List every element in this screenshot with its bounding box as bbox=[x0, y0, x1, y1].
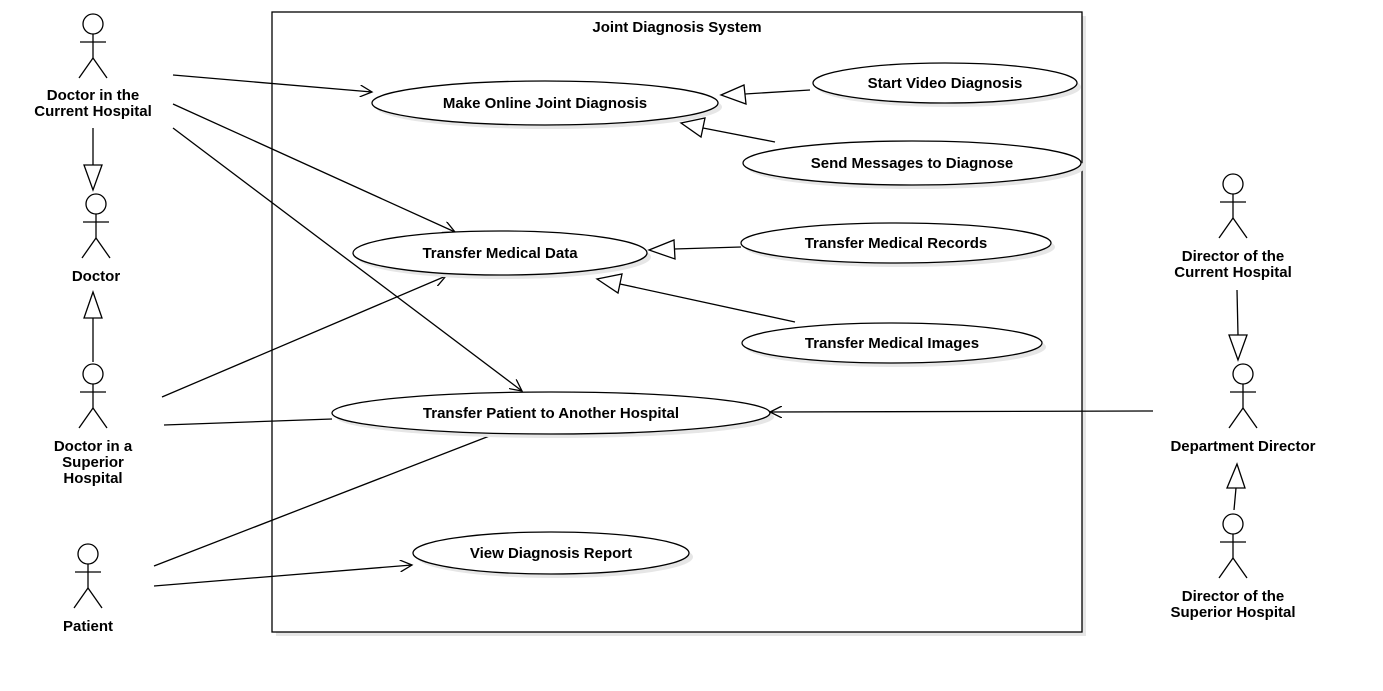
actor-director-superior[interactable]: Director of the Superior Hospital bbox=[1170, 513, 1296, 621]
actor-doctor-figure bbox=[81, 193, 111, 259]
actor-director-superior-label-2: Superior Hospital bbox=[1170, 604, 1295, 621]
generalization-send-messages-head bbox=[679, 117, 706, 139]
actor-patient-figure bbox=[73, 543, 103, 609]
generalization-start-video bbox=[744, 89, 811, 95]
use-case-start-video-label: Start Video Diagnosis bbox=[868, 75, 1023, 92]
actor-doctor-current-label-1: Doctor in the bbox=[47, 87, 140, 104]
use-case-transfer-patient-label: Transfer Patient to Another Hospital bbox=[423, 405, 679, 422]
use-case-make-online-label: Make Online Joint Diagnosis bbox=[443, 95, 647, 112]
use-case-send-messages[interactable]: Send Messages to Diagnose bbox=[742, 140, 1085, 189]
use-case-make-online[interactable]: Make Online Joint Diagnosis bbox=[371, 80, 722, 129]
system-title: Joint Diagnosis System bbox=[592, 19, 761, 36]
use-case-view-report[interactable]: View Diagnosis Report bbox=[412, 531, 693, 578]
use-case-transfer-images-label: Transfer Medical Images bbox=[805, 335, 979, 352]
actor-director-current-label-2: Current Hospital bbox=[1174, 264, 1292, 281]
use-case-transfer-records[interactable]: Transfer Medical Records bbox=[740, 222, 1055, 267]
generalization-start-video-head bbox=[719, 84, 747, 105]
generalization-doctor-superior-doctor-head bbox=[83, 290, 103, 319]
actor-doctor-superior[interactable]: Doctor in a Superior Hospital bbox=[54, 363, 133, 487]
use-case-send-messages-label: Send Messages to Diagnose bbox=[811, 155, 1014, 172]
actor-director-current-figure bbox=[1218, 173, 1248, 239]
association-doctor-superior-transfer-data bbox=[161, 276, 446, 398]
use-case-start-video[interactable]: Start Video Diagnosis bbox=[812, 62, 1081, 107]
use-case-transfer-data-label: Transfer Medical Data bbox=[422, 245, 578, 262]
actor-doctor-superior-label-2: Superior bbox=[62, 454, 124, 471]
actor-patient-label: Patient bbox=[63, 618, 113, 635]
use-case-transfer-records-label: Transfer Medical Records bbox=[805, 235, 988, 252]
actor-patient[interactable]: Patient bbox=[63, 543, 113, 635]
use-case-transfer-data[interactable]: Transfer Medical Data bbox=[352, 230, 651, 279]
association-doctor-current-transfer-data bbox=[172, 103, 455, 232]
generalization-director-superior-department-head bbox=[1226, 462, 1246, 489]
generalization-transfer-images bbox=[619, 283, 796, 323]
association-patient-view-report bbox=[153, 565, 412, 587]
actor-department-director[interactable]: Department Director bbox=[1170, 363, 1316, 455]
association-department-director-transfer-patient bbox=[770, 411, 1154, 412]
actor-doctor-superior-figure bbox=[78, 363, 108, 429]
actor-doctor-current-label-2: Current Hospital bbox=[34, 103, 152, 120]
generalization-doctor-current-doctor-head bbox=[83, 164, 103, 192]
use-case-transfer-images[interactable]: Transfer Medical Images bbox=[741, 322, 1046, 367]
generalization-director-current-department-head bbox=[1228, 334, 1248, 362]
generalization-transfer-records-head bbox=[647, 239, 676, 260]
generalization-transfer-images-head bbox=[595, 273, 623, 295]
actor-doctor-superior-label-3: Hospital bbox=[63, 470, 122, 487]
association-patient-transfer-patient bbox=[153, 434, 493, 567]
actor-department-director-label: Department Director bbox=[1170, 438, 1315, 455]
actor-doctor-label: Doctor bbox=[72, 268, 120, 285]
actor-doctor-current[interactable]: Doctor in the Current Hospital bbox=[34, 13, 152, 120]
use-case-transfer-patient[interactable]: Transfer Patient to Another Hospital bbox=[331, 391, 774, 438]
association-doctor-current-transfer-patient bbox=[172, 127, 522, 391]
generalization-transfer-records bbox=[673, 246, 742, 250]
actor-doctor-superior-label-1: Doctor in a bbox=[54, 438, 133, 455]
actor-director-current[interactable]: Director of the Current Hospital bbox=[1174, 173, 1292, 281]
generalization-director-current-department bbox=[1236, 289, 1239, 336]
actor-department-director-figure bbox=[1228, 363, 1258, 429]
actor-doctor[interactable]: Doctor bbox=[72, 193, 120, 285]
use-case-view-report-label: View Diagnosis Report bbox=[470, 545, 632, 562]
association-doctor-current-make-online bbox=[172, 74, 372, 92]
actor-director-superior-figure bbox=[1218, 513, 1248, 579]
association-doctor-superior-transfer-patient bbox=[163, 418, 333, 426]
actor-director-current-label-1: Director of the bbox=[1182, 248, 1285, 265]
generalization-director-superior-department bbox=[1233, 487, 1237, 511]
actor-director-superior-label-1: Director of the bbox=[1182, 588, 1285, 605]
generalization-send-messages bbox=[702, 127, 776, 143]
actor-doctor-current-figure bbox=[78, 13, 108, 79]
